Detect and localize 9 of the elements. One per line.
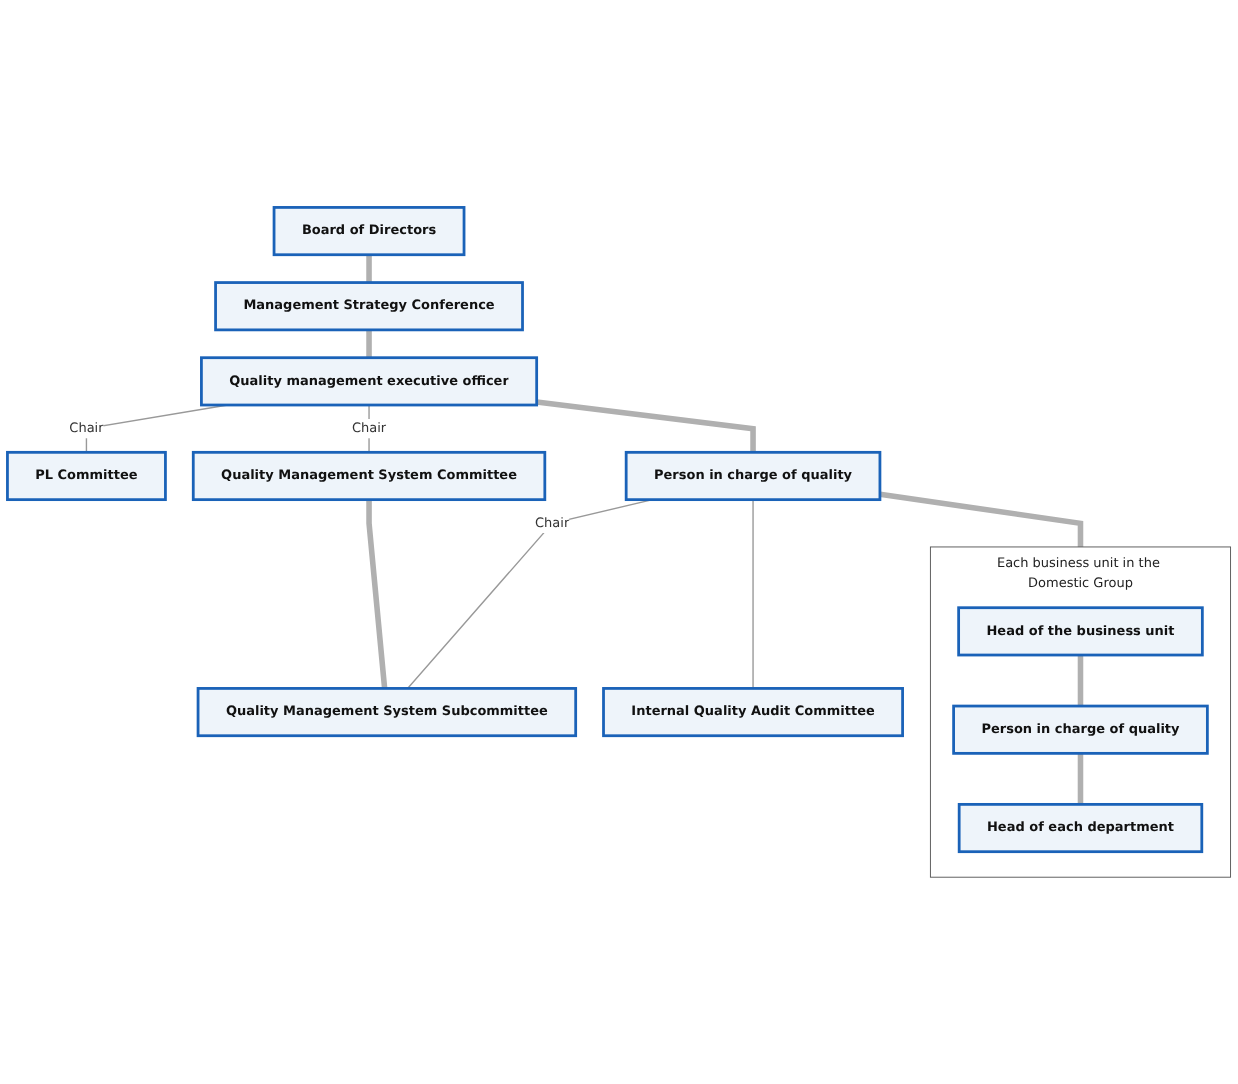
connector — [368, 404, 370, 453]
connector — [366, 254, 372, 283]
connector — [536, 398, 756, 452]
connector — [752, 498, 754, 689]
connector — [1077, 753, 1084, 805]
connector — [1077, 654, 1084, 706]
connector — [366, 499, 388, 689]
connector — [879, 491, 1084, 547]
connector — [366, 329, 372, 358]
